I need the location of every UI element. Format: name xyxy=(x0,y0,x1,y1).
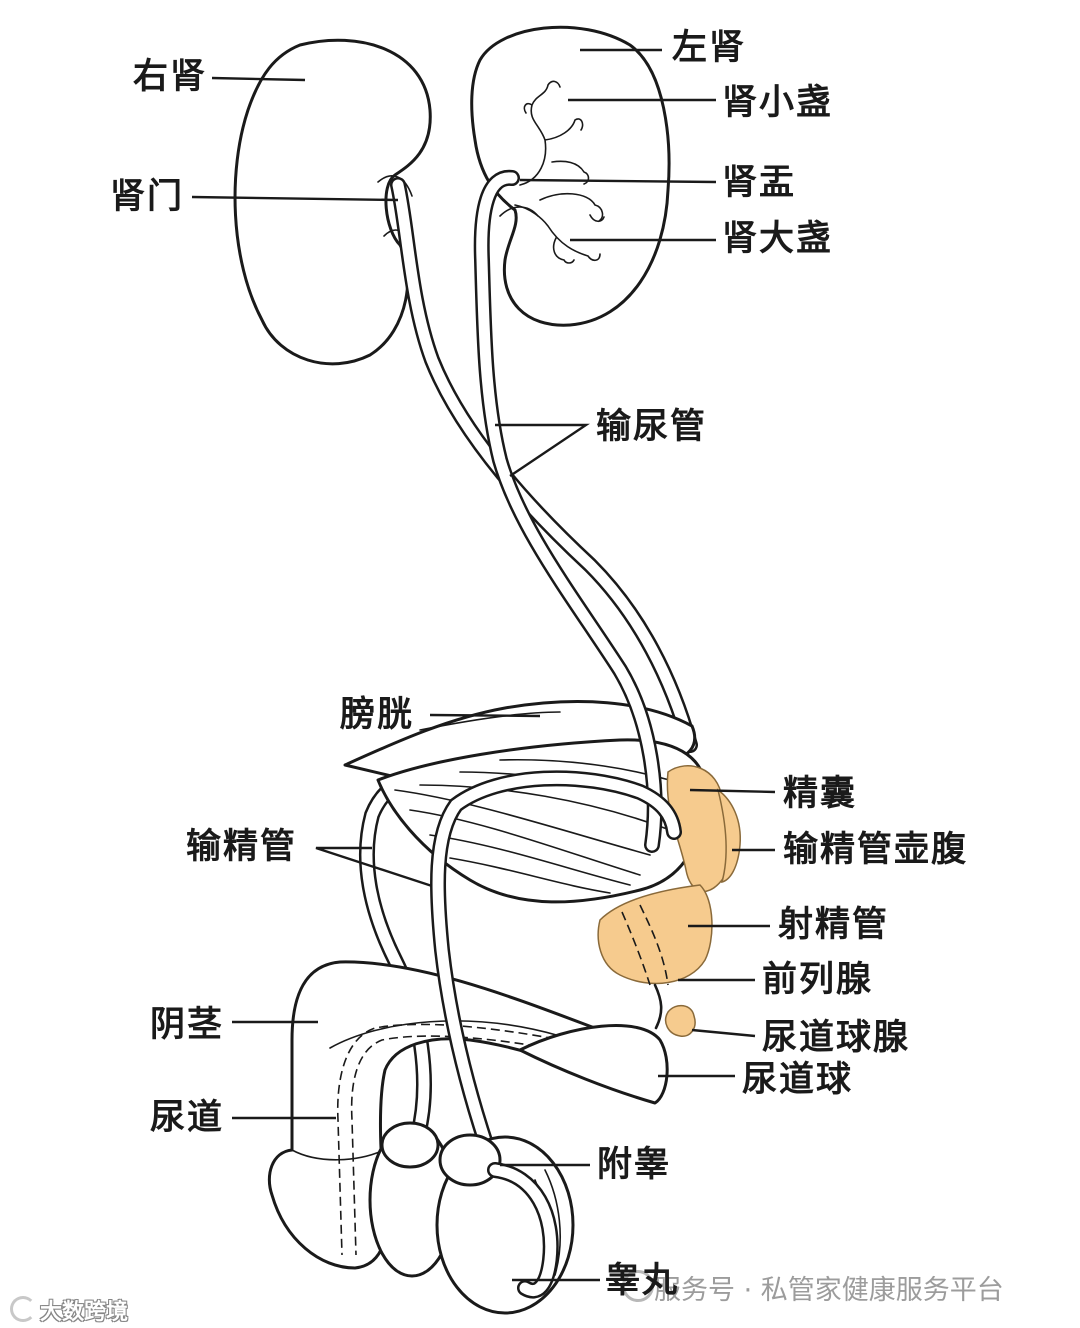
pointer-lines xyxy=(191,48,776,1282)
pointer-renal-hilum xyxy=(191,195,399,202)
label-prostate: 前列腺 xyxy=(762,960,874,1000)
urethra-line-a xyxy=(336,1023,611,1256)
corpus-division xyxy=(329,1020,561,1049)
urethra-line-b xyxy=(350,1035,607,1256)
label-epididymis: 附睾 xyxy=(597,1145,672,1185)
wechat-watermark-text: 服务号 · 私管家健康服务平台 xyxy=(654,1275,1004,1306)
testes xyxy=(368,1121,575,1315)
left-kidney-outline xyxy=(470,25,671,327)
label-urethral-bulb: 尿道球 xyxy=(742,1060,854,1100)
label-ampulla: 输精管壶腹 xyxy=(783,830,969,870)
pointer-bladder xyxy=(429,713,541,718)
pointer-bulbourethral-gland xyxy=(691,1028,756,1038)
ejaculatory-duct xyxy=(639,904,669,986)
label-testis: 睾丸 xyxy=(605,1261,680,1301)
membranous-urethra xyxy=(653,983,663,1030)
label-ureter: 输尿管 xyxy=(596,407,708,447)
renal-pelvis-and-calyces xyxy=(514,80,605,264)
ampulla-shape xyxy=(716,788,741,884)
logo-icon xyxy=(10,1296,36,1322)
label-renal-hilum: 肾门 xyxy=(110,177,185,217)
pointer-renal-pelvis xyxy=(519,178,717,184)
label-left-kidney: 左肾 xyxy=(672,28,747,68)
prostate-shape xyxy=(597,884,713,985)
label-bulbourethral-gland: 尿道球腺 xyxy=(762,1018,911,1058)
right-kidney-hilum-vessel xyxy=(377,175,413,197)
pointer-seminal-vesicle xyxy=(689,788,776,794)
label-ejaculatory-duct: 射精管 xyxy=(778,905,890,945)
left-kidney xyxy=(470,25,671,327)
label-major-calyx: 肾大盏 xyxy=(722,219,834,259)
bulbourethral-gland xyxy=(664,1004,696,1037)
label-right-kidney: 右肾 xyxy=(133,57,208,97)
label-bladder: 膀胱 xyxy=(340,695,415,735)
pointer-ureter xyxy=(495,423,590,477)
label-urethra: 尿道 xyxy=(150,1098,225,1138)
label-vas-deferens: 输精管 xyxy=(186,827,298,867)
right-kidney-outline xyxy=(233,38,432,366)
glans-crown xyxy=(291,1149,385,1161)
label-penis: 阴茎 xyxy=(150,1005,225,1045)
prostate xyxy=(597,884,713,986)
logo-watermark-text: 大数跨境 xyxy=(40,1300,129,1325)
prostatic-urethra xyxy=(621,911,651,986)
label-seminal-vesicle: 精囊 xyxy=(783,774,858,814)
epididymis-head-front xyxy=(438,1133,502,1187)
label-renal-pelvis: 肾盂 xyxy=(722,163,797,203)
wechat-watermark-icon xyxy=(622,1270,654,1302)
epididymis-head-back xyxy=(380,1121,440,1169)
pointer-right-kidney xyxy=(211,76,306,82)
label-minor-calyx: 肾小盏 xyxy=(722,83,834,123)
pointer-vas-deferens xyxy=(315,846,433,888)
